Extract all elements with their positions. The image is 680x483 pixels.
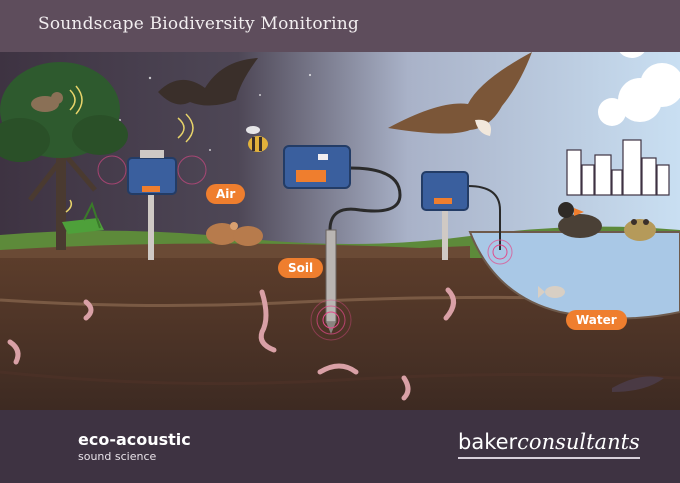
- hawk-icon: [388, 52, 532, 136]
- soil-layer-line: [0, 370, 680, 386]
- city-icon: [566, 139, 670, 196]
- eco-acoustic-brand: eco-acoustic: [78, 430, 191, 449]
- sound-pulse: [97, 155, 513, 341]
- header-bar: [0, 0, 680, 52]
- hydrophone-cable: [467, 185, 501, 250]
- slug-icon: [612, 376, 664, 392]
- baker-underline: [458, 457, 640, 459]
- worm-icon: [7, 287, 456, 401]
- recorder-soil: [283, 145, 351, 189]
- stars: [119, 73, 312, 151]
- baker-consultants-logo: bakerconsultants: [458, 430, 640, 454]
- cloud: [598, 63, 680, 126]
- page-title: Soundscape Biodiversity Monitoring: [38, 14, 359, 34]
- recorder-water: [421, 171, 469, 211]
- eco-acoustic-tagline: sound science: [78, 450, 157, 463]
- toad-icon: [624, 219, 656, 241]
- zone-label-air: Air: [206, 184, 246, 204]
- zone-label-soil: Soil: [278, 258, 324, 278]
- zone-label-water: Water: [566, 310, 627, 330]
- fish-icon: [538, 286, 565, 298]
- soil: [0, 243, 470, 262]
- owl-icon: [31, 85, 83, 115]
- recorder-air: [127, 150, 177, 195]
- grasshopper-icon: [62, 199, 104, 234]
- pond: [468, 231, 680, 320]
- bee-icon: [246, 126, 268, 152]
- mouse-icon: [206, 222, 263, 246]
- baker-prefix: baker: [458, 430, 518, 454]
- tree-icon: [0, 62, 128, 250]
- footer-bar: [0, 410, 680, 483]
- baker-suffix: consultants: [517, 430, 640, 454]
- soil-probe: [325, 229, 337, 323]
- bat-icon: [158, 58, 258, 143]
- recorder-cable: [328, 166, 402, 231]
- duck-icon: [558, 202, 602, 238]
- recorder-pole: [148, 190, 154, 260]
- recorder-pole: [442, 205, 448, 260]
